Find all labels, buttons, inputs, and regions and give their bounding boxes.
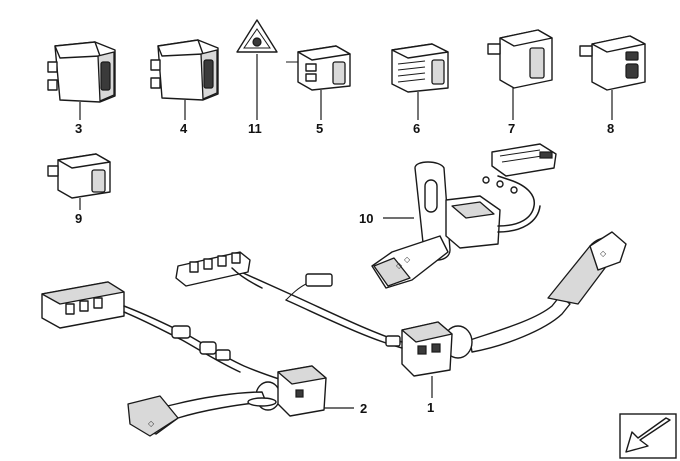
callout-label-8: 8: [607, 121, 614, 136]
callout-label-6: 6: [413, 121, 420, 136]
callout-label-11: 11: [248, 121, 262, 136]
part-6-switch[interactable]: [391, 43, 449, 93]
svg-text:◇: ◇: [148, 419, 155, 428]
part-7-switch[interactable]: [487, 29, 553, 89]
callout-label-10: 10: [359, 211, 373, 226]
part-3-rocker-switch[interactable]: [47, 41, 116, 103]
svg-text:◇: ◇: [396, 261, 403, 270]
callout-label-3: 3: [75, 121, 82, 136]
part-1-stalk-switch[interactable]: ◇: [231, 231, 627, 377]
part-2-stalk-switch[interactable]: ◇: [41, 281, 327, 437]
part-1-harness-connector: [175, 251, 333, 301]
part-4-rocker-switch[interactable]: [150, 39, 219, 101]
callout-label-5: 5: [316, 121, 323, 136]
callout-label-4: 4: [180, 121, 188, 136]
callout-label-9: 9: [75, 211, 82, 226]
part-8-switch[interactable]: [579, 35, 646, 91]
part-10-cruise-control-lever[interactable]: ◇ ◇: [371, 143, 557, 289]
svg-text:◇: ◇: [404, 255, 411, 264]
callout-label-7: 7: [508, 121, 515, 136]
part-9-switch[interactable]: [47, 153, 111, 199]
hazard-warning-triangle-icon[interactable]: [236, 19, 278, 53]
svg-text:◇: ◇: [600, 249, 607, 258]
part-5-switch[interactable]: [286, 45, 351, 91]
callout-label-1: 1: [427, 400, 434, 415]
diagonal-arrow-icon[interactable]: [619, 413, 677, 459]
callout-label-2: 2: [360, 401, 367, 416]
